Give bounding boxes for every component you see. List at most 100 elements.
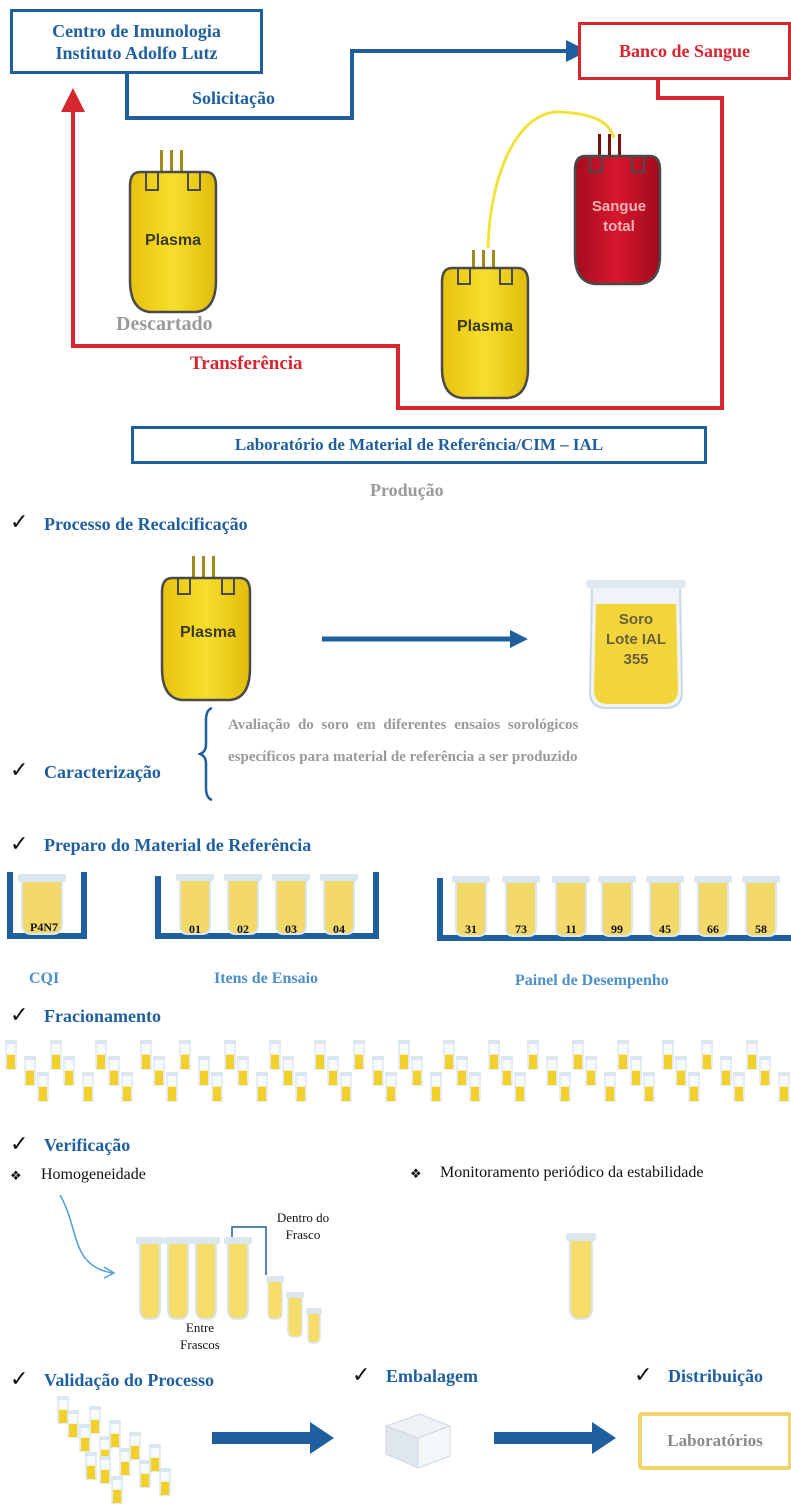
plasma-bag-discarded xyxy=(128,150,218,314)
plasma-label-recalc: Plasma xyxy=(180,624,237,641)
itens-label: Itens de Ensaio xyxy=(214,970,319,987)
verificacao-diagram xyxy=(59,1194,596,1344)
painel-tube-label: 45 xyxy=(659,922,671,936)
fraction-tube xyxy=(662,1040,674,1070)
fraction-tube xyxy=(198,1056,210,1086)
fraction-tube xyxy=(57,1396,69,1424)
fraction-tube xyxy=(456,1056,468,1086)
fraction-tube xyxy=(179,1040,191,1070)
validacao-title: Validação do Processo xyxy=(44,1370,215,1390)
plasma-bag-center xyxy=(440,250,530,400)
check-icon: ✓ xyxy=(10,758,29,783)
fraction-tube xyxy=(5,1040,17,1070)
fraction-tube xyxy=(746,1040,758,1070)
painel-tube-label: 73 xyxy=(515,922,527,936)
fraction-tube xyxy=(224,1040,236,1070)
plasma-label-center: Plasma xyxy=(457,318,514,335)
lab-label: Laboratório de Material de Referência/CI… xyxy=(234,435,604,454)
fraction-tube xyxy=(546,1056,558,1086)
fraction-tube xyxy=(527,1040,539,1070)
fraction-tube xyxy=(559,1072,571,1102)
homogeneidade-label: Homogeneidade xyxy=(41,1166,146,1183)
recalc-diagram xyxy=(160,556,686,709)
fraction-tube xyxy=(109,1420,121,1448)
caract-desc-line1: Avaliação do soro em diferentes ensaios … xyxy=(228,717,579,733)
dentro-bracket xyxy=(231,1226,267,1275)
fraction-tube xyxy=(67,1410,79,1438)
painel-tube-label: 99 xyxy=(611,922,623,936)
diamond-icon: ❖ xyxy=(10,1168,22,1183)
fraction-tube xyxy=(295,1072,307,1102)
producao-label: Produção xyxy=(370,480,444,500)
fraction-tube xyxy=(340,1072,352,1102)
fraction-tube xyxy=(314,1040,326,1070)
cqi-tube-label: P4N7 xyxy=(30,920,58,934)
check-icon: ✓ xyxy=(352,1363,371,1388)
fraction-tube xyxy=(129,1432,141,1460)
embalagem-box-icon xyxy=(384,1413,452,1469)
check-icon: ✓ xyxy=(10,1367,29,1392)
preparo-title: Preparo do Material de Referência xyxy=(44,835,312,855)
painel-label: Painel de Desempenho xyxy=(515,972,669,989)
monitoramento-label: Monitoramento periódico da estabilidade xyxy=(440,1164,704,1181)
fraction-tube xyxy=(353,1040,365,1070)
diamond-icon: ❖ xyxy=(410,1166,422,1181)
sangue-total-label: Sangue total xyxy=(591,198,647,235)
fraction-tube xyxy=(443,1040,455,1070)
item-tube-label: 04 xyxy=(333,922,345,936)
fraction-tube xyxy=(430,1072,442,1102)
soro-beaker xyxy=(586,580,686,709)
fraction-tube xyxy=(153,1056,165,1086)
fraction-tube xyxy=(643,1072,655,1102)
fraction-tube xyxy=(630,1056,642,1086)
fraction-tube xyxy=(778,1072,790,1102)
lab-box: Laboratório de Material de Referência/CI… xyxy=(131,426,707,464)
distribuicao-title: Distribuição xyxy=(668,1366,764,1386)
fraction-tube xyxy=(733,1072,745,1102)
transferencia-arrowhead xyxy=(61,88,85,112)
item-tube-label: 03 xyxy=(285,922,297,936)
item-tube-label: 02 xyxy=(237,922,249,936)
painel-rack xyxy=(437,876,791,941)
soro-label: Soro Lote IAL 355 xyxy=(606,611,666,668)
cqi-label: CQI xyxy=(29,970,60,987)
fraction-tube xyxy=(501,1056,513,1086)
embalagem-arrow xyxy=(494,1422,616,1454)
fraction-tube xyxy=(24,1056,36,1086)
validacao-arrow xyxy=(212,1422,334,1454)
fraction-tube xyxy=(469,1072,481,1102)
entre-label: Entre Frascos xyxy=(180,1320,220,1352)
fraction-tube xyxy=(604,1072,616,1102)
fraction-tube xyxy=(140,1040,152,1070)
item-tube-label: 01 xyxy=(189,922,201,936)
fraction-tube xyxy=(108,1056,120,1086)
fraction-tube xyxy=(269,1040,281,1070)
embalagem-title: Embalagem xyxy=(386,1366,478,1386)
painel-tube-label: 66 xyxy=(707,922,719,936)
fraction-tube xyxy=(63,1056,75,1086)
solicitacao-arrowhead xyxy=(566,40,588,62)
caract-desc-line2: específicos para material de referência … xyxy=(228,749,578,765)
check-icon: ✓ xyxy=(10,1003,29,1028)
check-icon: ✓ xyxy=(10,832,29,857)
monitor-tube xyxy=(566,1233,596,1320)
fraction-tube xyxy=(398,1040,410,1070)
fraction-tube xyxy=(211,1072,223,1102)
transferencia-label: Transferência xyxy=(190,353,303,374)
fracionamento-tubes xyxy=(5,1040,790,1102)
plasma-bag-recalc xyxy=(160,556,252,702)
fraction-tube xyxy=(37,1072,49,1102)
fraction-tube xyxy=(79,1424,91,1452)
fraction-tube xyxy=(759,1056,771,1086)
top-flow-diagram xyxy=(61,40,724,410)
dentro-label: Dentro do Frasco xyxy=(276,1210,330,1242)
fraction-tube xyxy=(488,1040,500,1070)
fraction-tube xyxy=(99,1456,111,1484)
fraction-tube xyxy=(111,1476,123,1504)
fraction-tube xyxy=(282,1056,294,1086)
fraction-tube xyxy=(89,1406,101,1434)
painel-tube-label: 11 xyxy=(565,922,577,936)
preparo-diagram xyxy=(7,872,791,941)
fraction-tube xyxy=(327,1056,339,1086)
cqi-rack xyxy=(7,872,87,939)
